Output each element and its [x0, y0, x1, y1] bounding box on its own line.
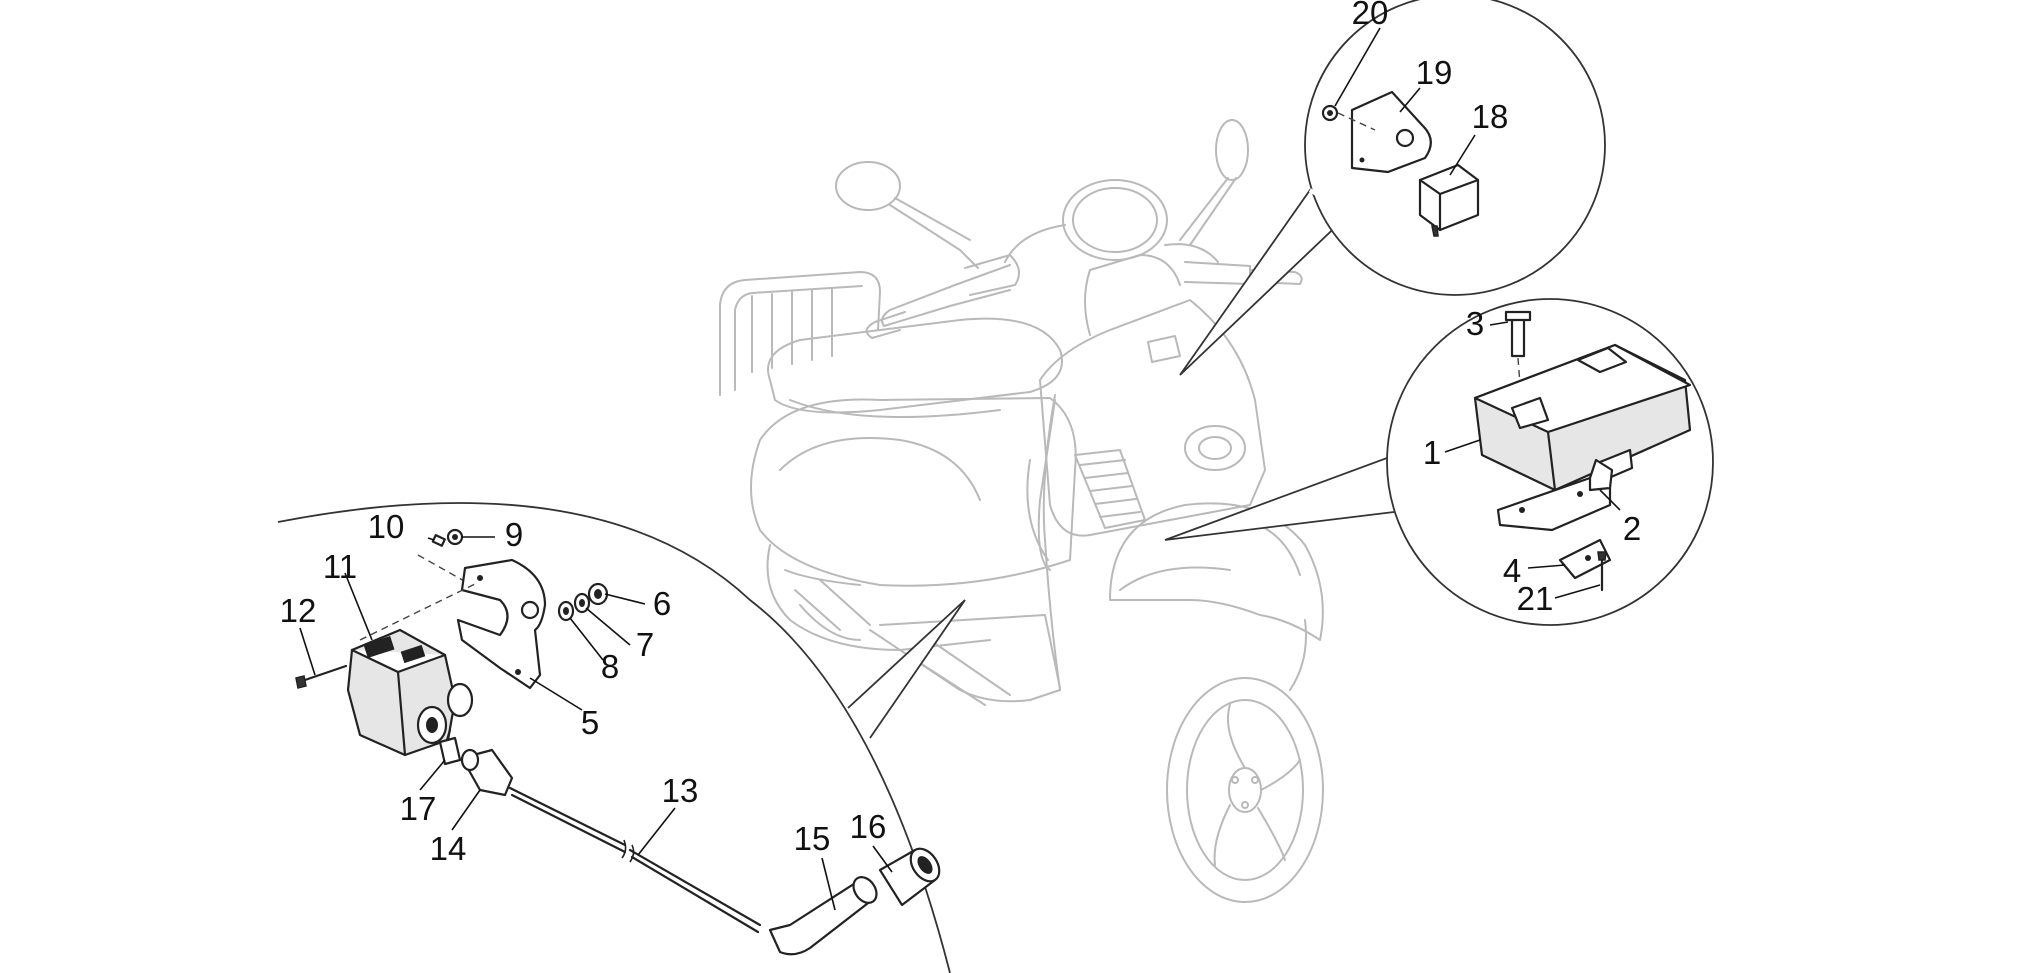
part-13-ht-lead	[508, 786, 762, 934]
part-4-plate	[1558, 538, 1612, 580]
label-part-5: 5	[581, 704, 599, 741]
part-6-nut	[587, 582, 609, 606]
label-part-20: 20	[1352, 0, 1389, 31]
label-part-16: 16	[850, 808, 887, 845]
callout-relay-bracket	[1179, 0, 1606, 376]
part-11-ignition-coil	[346, 583, 476, 757]
part-17-connector	[438, 728, 462, 766]
label-part-9: 9	[505, 516, 523, 553]
part-19-bracket	[1337, 90, 1432, 174]
label-part-6: 6	[653, 585, 671, 622]
part-2-bracket	[1496, 458, 1614, 532]
label-part-4: 4	[1503, 552, 1521, 589]
label-part-2: 2	[1623, 510, 1641, 547]
label-part-1: 1	[1423, 434, 1441, 471]
label-part-19: 19	[1416, 54, 1453, 91]
label-part-14: 14	[430, 830, 467, 867]
callout-ignition-arc	[277, 502, 966, 973]
label-part-10: 10	[368, 508, 405, 545]
label-part-3: 3	[1466, 305, 1484, 342]
label-part-15: 15	[794, 820, 831, 857]
part-9-nut	[417, 528, 467, 583]
leader-lines	[299, 27, 1621, 911]
label-part-11: 11	[323, 548, 357, 585]
part-5-bracket	[456, 558, 547, 690]
part-number-labels: 20 19 18 3 1 2 4 21 10 9 11 12 6 7 8 5 1…	[280, 0, 1642, 867]
part-20-nut	[1321, 104, 1339, 122]
part-14-sleeve	[460, 748, 514, 797]
part-7-washer	[573, 592, 591, 614]
part-16-boot	[878, 847, 941, 907]
label-part-21: 21	[1517, 580, 1554, 617]
label-part-13: 13	[662, 772, 699, 809]
part-10-screw	[431, 534, 446, 547]
part-21-pin	[1597, 551, 1607, 592]
label-part-7: 7	[636, 626, 654, 663]
scooter-ghost-outline	[719, 119, 1324, 903]
label-part-18: 18	[1472, 98, 1509, 135]
part-15-plug-cap	[768, 876, 878, 956]
part-8-washer	[557, 600, 575, 622]
label-part-12: 12	[280, 592, 317, 629]
part-1-control-unit	[1473, 343, 1692, 492]
part-12-screw	[295, 664, 348, 689]
part-18-relay	[1418, 163, 1480, 237]
label-part-8: 8	[601, 648, 619, 685]
label-part-17: 17	[400, 790, 437, 827]
